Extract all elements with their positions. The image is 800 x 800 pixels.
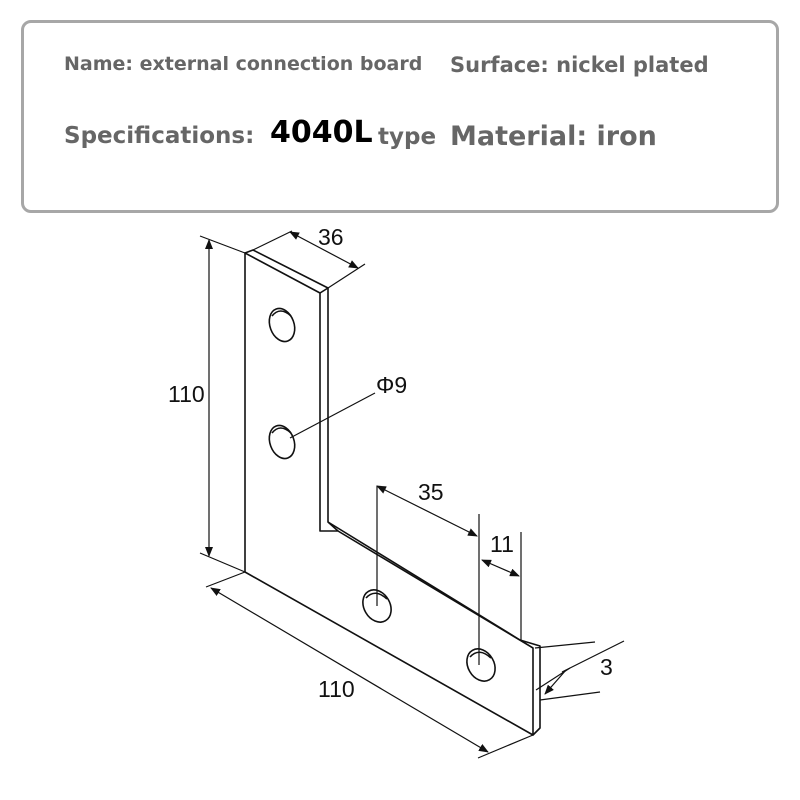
dim-hole-spacing <box>376 485 480 665</box>
specs-panel: Name: external connection board Surface:… <box>21 20 779 213</box>
dim-hole-diameter-label: Φ9 <box>376 372 407 398</box>
dim-thickness <box>534 640 625 701</box>
hole-1 <box>268 307 296 343</box>
dim-width-bottom <box>205 571 534 759</box>
dim-width-top <box>252 230 366 289</box>
product-name: Name: external connection board <box>64 53 423 75</box>
dim-hole-spacing-label: 35 <box>418 479 444 505</box>
specifications-value: 4040L <box>270 115 373 150</box>
dim-height-left <box>199 235 246 573</box>
specs-row-1: Name: external connection board Surface:… <box>64 53 756 83</box>
dim-edge-offset <box>481 532 522 640</box>
dim-height-left-label: 110 <box>168 381 205 407</box>
specifications-label: Specifications: <box>64 123 255 149</box>
specifications-suffix: type <box>378 124 437 150</box>
dim-edge-offset-label: 11 <box>490 531 514 557</box>
dim-width-bottom-label: 110 <box>318 676 355 702</box>
hole-4 <box>466 648 496 682</box>
dim-hole-diameter <box>289 392 376 439</box>
specs-row-2: Specifications: 4040L type Material: iro… <box>64 115 756 158</box>
dim-width-top-label: 36 <box>318 224 344 250</box>
surface-finish: Surface: nickel plated <box>450 53 709 77</box>
material: Material: iron <box>450 121 657 152</box>
mounting-holes <box>268 307 496 682</box>
hole-2 <box>268 424 296 460</box>
dim-thickness-label: 3 <box>600 654 613 680</box>
bracket-body <box>244 249 541 736</box>
